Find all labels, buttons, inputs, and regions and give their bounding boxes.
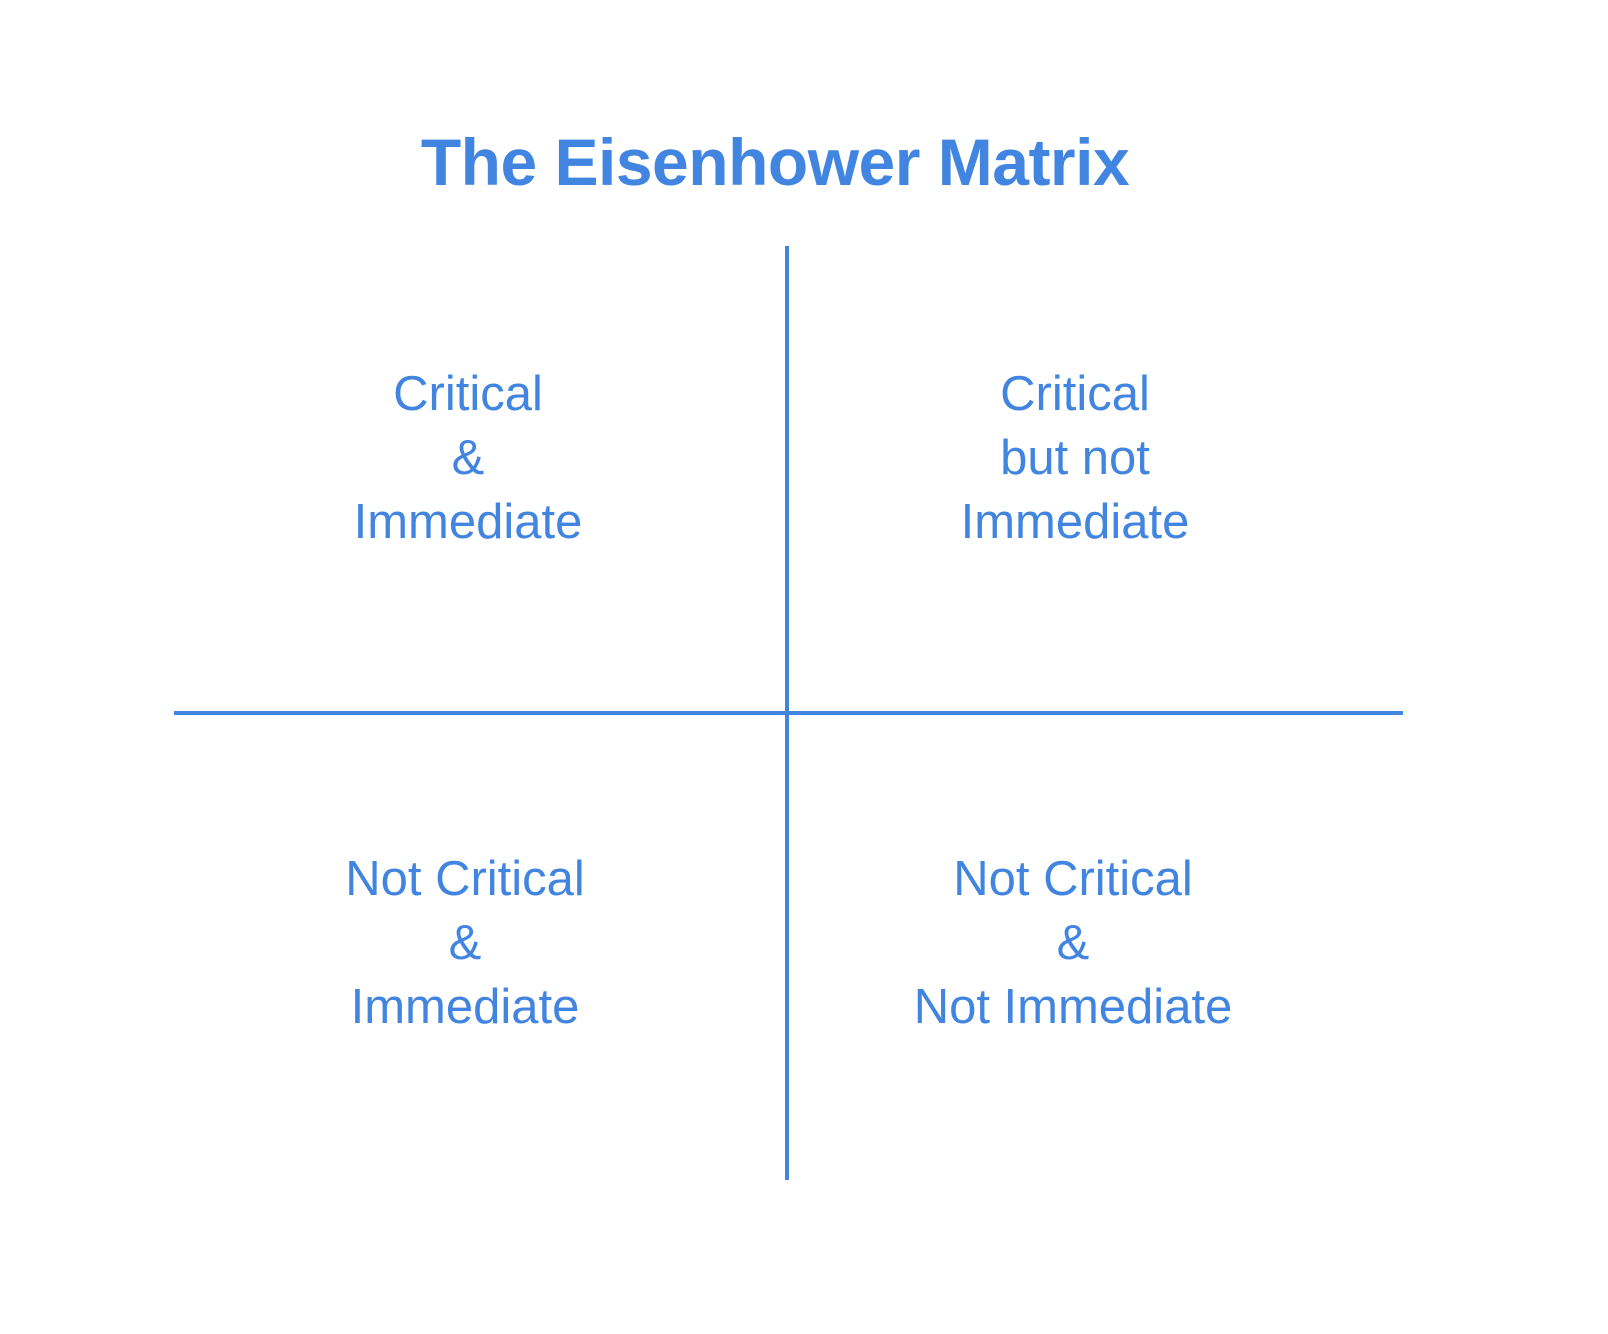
quadrant-label-line: Critical	[393, 367, 543, 421]
quadrant-not-critical-immediate: Not Critical & Immediate	[265, 847, 665, 1039]
quadrant-label-line: Immediate	[350, 980, 580, 1034]
quadrant-critical-not-immediate: Critical but not Immediate	[875, 362, 1275, 554]
page-title: The Eisenhower Matrix	[420, 125, 1130, 199]
quadrant-label-line: &	[1056, 916, 1090, 970]
quadrant-label-line: &	[448, 916, 482, 970]
quadrant-label-line: &	[451, 431, 485, 485]
quadrant-label-line: Immediate	[960, 495, 1190, 549]
quadrant-label-line: Not Immediate	[913, 980, 1233, 1034]
quadrant-label-line: but not	[1000, 431, 1150, 485]
quadrant-label-line: Immediate	[353, 495, 583, 549]
horizontal-axis-divider	[174, 711, 1403, 715]
quadrant-not-critical-not-immediate: Not Critical & Not Immediate	[853, 847, 1293, 1039]
quadrant-label-line: Not Critical	[953, 852, 1193, 906]
quadrant-label-line: Not Critical	[345, 852, 585, 906]
quadrant-critical-immediate: Critical & Immediate	[268, 362, 668, 554]
quadrant-label-line: Critical	[1000, 367, 1150, 421]
